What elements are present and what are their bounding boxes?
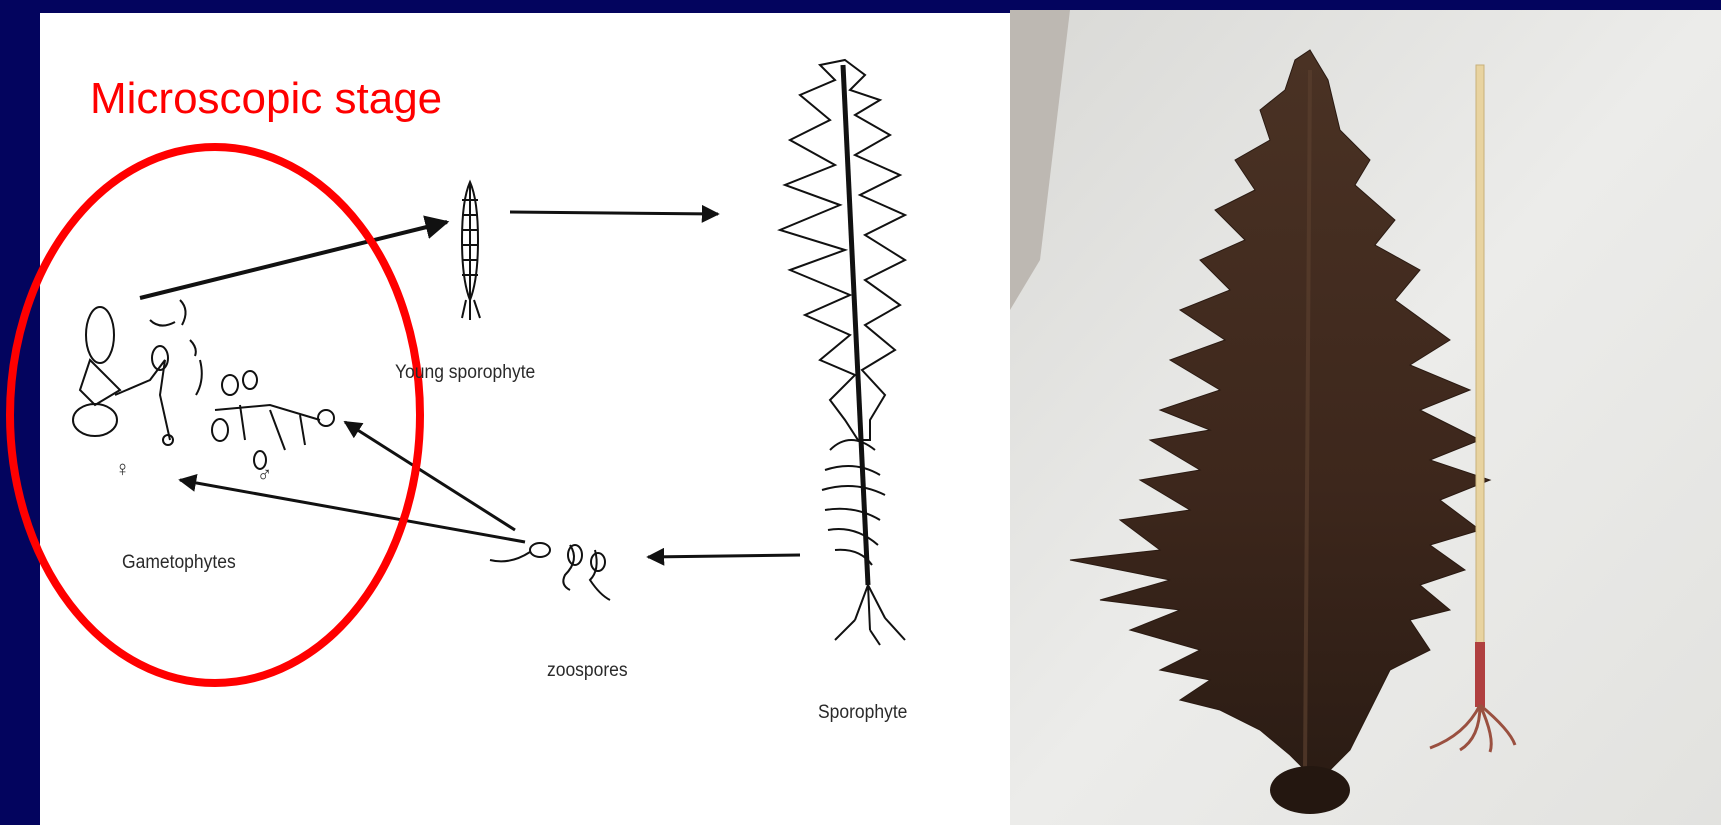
arrow-gametophytes-to-young-sporophyte (140, 222, 447, 298)
label-zoospores: zoospores (547, 660, 628, 682)
zoospores-drawing (490, 543, 610, 600)
label-sporophyte: Sporophyte (818, 702, 907, 724)
male-symbol: ♂ (257, 462, 272, 488)
label-gametophytes: Gametophytes (122, 552, 236, 574)
slide-title: Microscopic stage (90, 74, 442, 124)
adult-sporophyte-drawing (780, 60, 905, 645)
microscopic-stage-highlight (10, 147, 420, 683)
female-symbol: ♀ (115, 456, 130, 482)
arrow-zoospores-to-female-gametophyte (180, 480, 525, 542)
young-sporophyte-drawing (462, 182, 480, 320)
arrow-sporophyte-to-zoospores (648, 555, 800, 557)
label-young-sporophyte: Young sporophyte (395, 362, 535, 384)
gametophytes-drawing (73, 300, 334, 469)
arrow-young-to-adult-sporophyte (510, 212, 718, 214)
